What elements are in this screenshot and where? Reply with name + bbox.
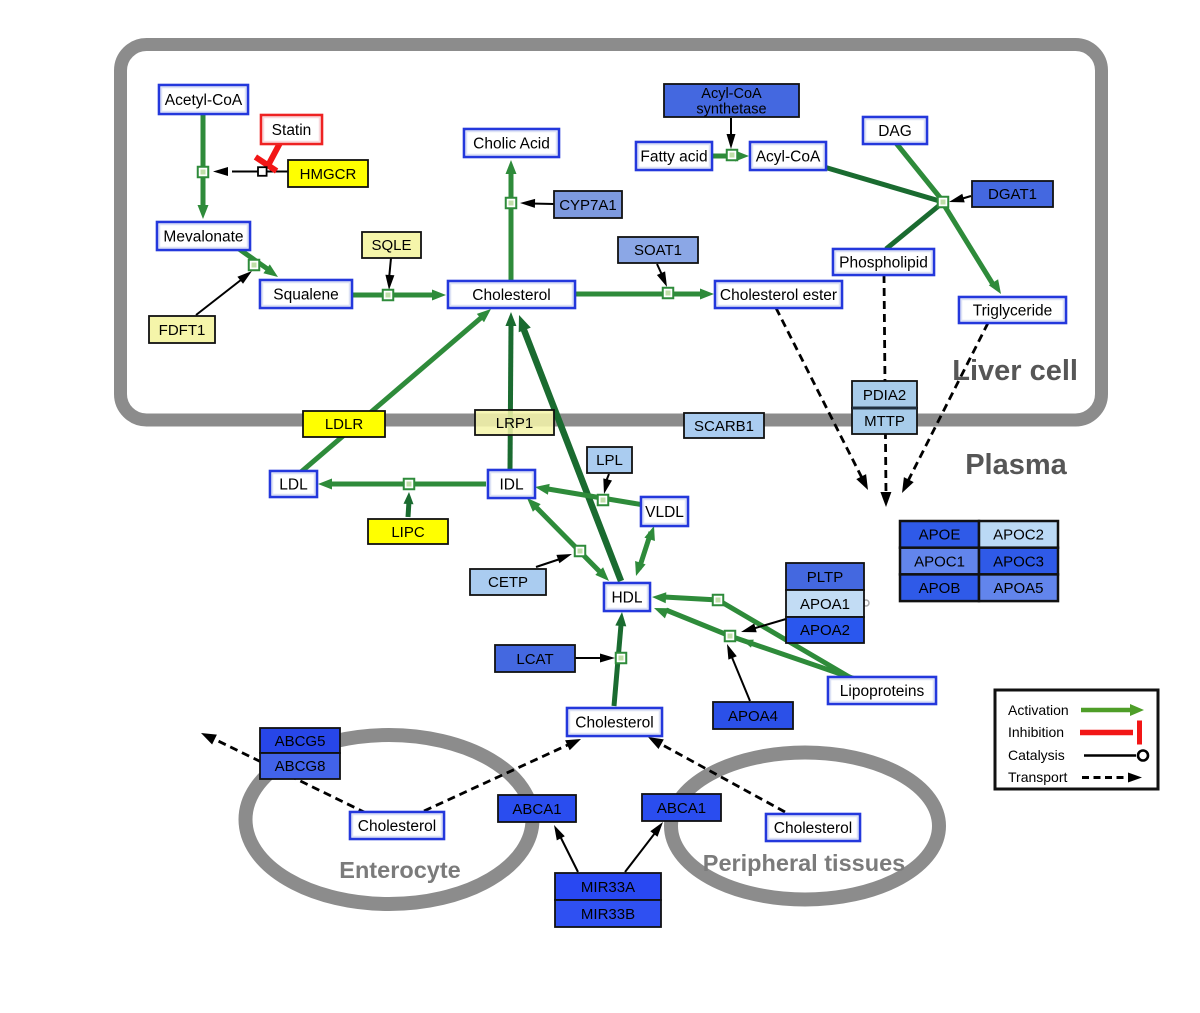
svg-text:PDIA2: PDIA2: [863, 387, 906, 404]
svg-text:DAG: DAG: [878, 123, 912, 140]
svg-text:Acyl-CoA: Acyl-CoA: [756, 148, 821, 165]
svg-text:LCAT: LCAT: [516, 651, 553, 668]
svg-text:DGAT1: DGAT1: [988, 186, 1037, 203]
svg-text:Enterocyte: Enterocyte: [339, 857, 460, 883]
svg-text:Statin: Statin: [272, 122, 312, 139]
svg-text:MIR33B: MIR33B: [581, 906, 635, 923]
svg-text:ABCA1: ABCA1: [512, 801, 561, 818]
svg-text:VLDL: VLDL: [645, 504, 684, 521]
svg-text:APOC2: APOC2: [993, 527, 1044, 544]
svg-text:Catalysis: Catalysis: [1008, 747, 1065, 763]
svg-text:Mevalonate: Mevalonate: [163, 228, 243, 245]
svg-text:LDL: LDL: [279, 476, 308, 493]
svg-text:ABCA1: ABCA1: [657, 800, 706, 817]
svg-text:Acetyl-CoA: Acetyl-CoA: [165, 92, 243, 109]
svg-text:SOAT1: SOAT1: [634, 242, 682, 259]
svg-text:APOC1: APOC1: [914, 553, 965, 570]
svg-text:Fatty acid: Fatty acid: [640, 148, 707, 165]
svg-text:Lipoproteins: Lipoproteins: [840, 683, 925, 700]
svg-text:MTTP: MTTP: [864, 413, 905, 430]
svg-text:LDLR: LDLR: [325, 416, 364, 433]
svg-text:LIPC: LIPC: [391, 524, 425, 541]
svg-text:Cholesterol: Cholesterol: [575, 714, 653, 731]
svg-text:APOA5: APOA5: [993, 580, 1043, 597]
svg-text:APOA2: APOA2: [800, 622, 850, 639]
svg-text:Cholic Acid: Cholic Acid: [473, 135, 550, 152]
svg-text:IDL: IDL: [499, 476, 524, 493]
svg-text:SQLE: SQLE: [371, 237, 411, 254]
svg-text:CYP7A1: CYP7A1: [559, 197, 617, 214]
svg-text:synthetase: synthetase: [696, 101, 766, 117]
svg-text:APOC3: APOC3: [993, 553, 1044, 570]
svg-text:Liver cell: Liver cell: [952, 355, 1078, 387]
svg-text:Peripheral tissues: Peripheral tissues: [703, 850, 905, 876]
svg-text:Cholesterol: Cholesterol: [358, 818, 436, 835]
svg-text:Activation: Activation: [1008, 702, 1069, 718]
svg-text:Inhibition: Inhibition: [1008, 724, 1064, 740]
svg-text:SCARB1: SCARB1: [694, 418, 754, 435]
svg-text:LRP1: LRP1: [496, 415, 534, 432]
svg-text:Cholesterol ester: Cholesterol ester: [720, 287, 837, 304]
svg-text:HMGCR: HMGCR: [300, 166, 357, 183]
svg-text:Cholesterol: Cholesterol: [774, 820, 852, 837]
svg-text:Triglyceride: Triglyceride: [973, 302, 1053, 319]
svg-text:CETP: CETP: [488, 574, 528, 591]
svg-text:Acyl-CoA: Acyl-CoA: [701, 86, 762, 102]
svg-text:LPL: LPL: [596, 452, 623, 469]
svg-text:Cholesterol: Cholesterol: [472, 287, 550, 304]
svg-text:Phospholipid: Phospholipid: [839, 254, 928, 271]
svg-text:PLTP: PLTP: [807, 569, 843, 586]
svg-text:Transport: Transport: [1008, 769, 1068, 785]
svg-text:ABCG5: ABCG5: [275, 733, 326, 750]
svg-text:APOB: APOB: [919, 580, 961, 597]
svg-text:Squalene: Squalene: [273, 286, 339, 303]
svg-text:HDL: HDL: [611, 589, 642, 606]
svg-text:FDFT1: FDFT1: [159, 322, 206, 339]
svg-text:ABCG8: ABCG8: [275, 758, 326, 775]
svg-text:APOE: APOE: [919, 527, 961, 544]
svg-text:MIR33A: MIR33A: [581, 879, 635, 896]
svg-text:APOA4: APOA4: [728, 708, 778, 725]
svg-text:Plasma: Plasma: [965, 449, 1067, 481]
svg-text:APOA1: APOA1: [800, 596, 850, 613]
